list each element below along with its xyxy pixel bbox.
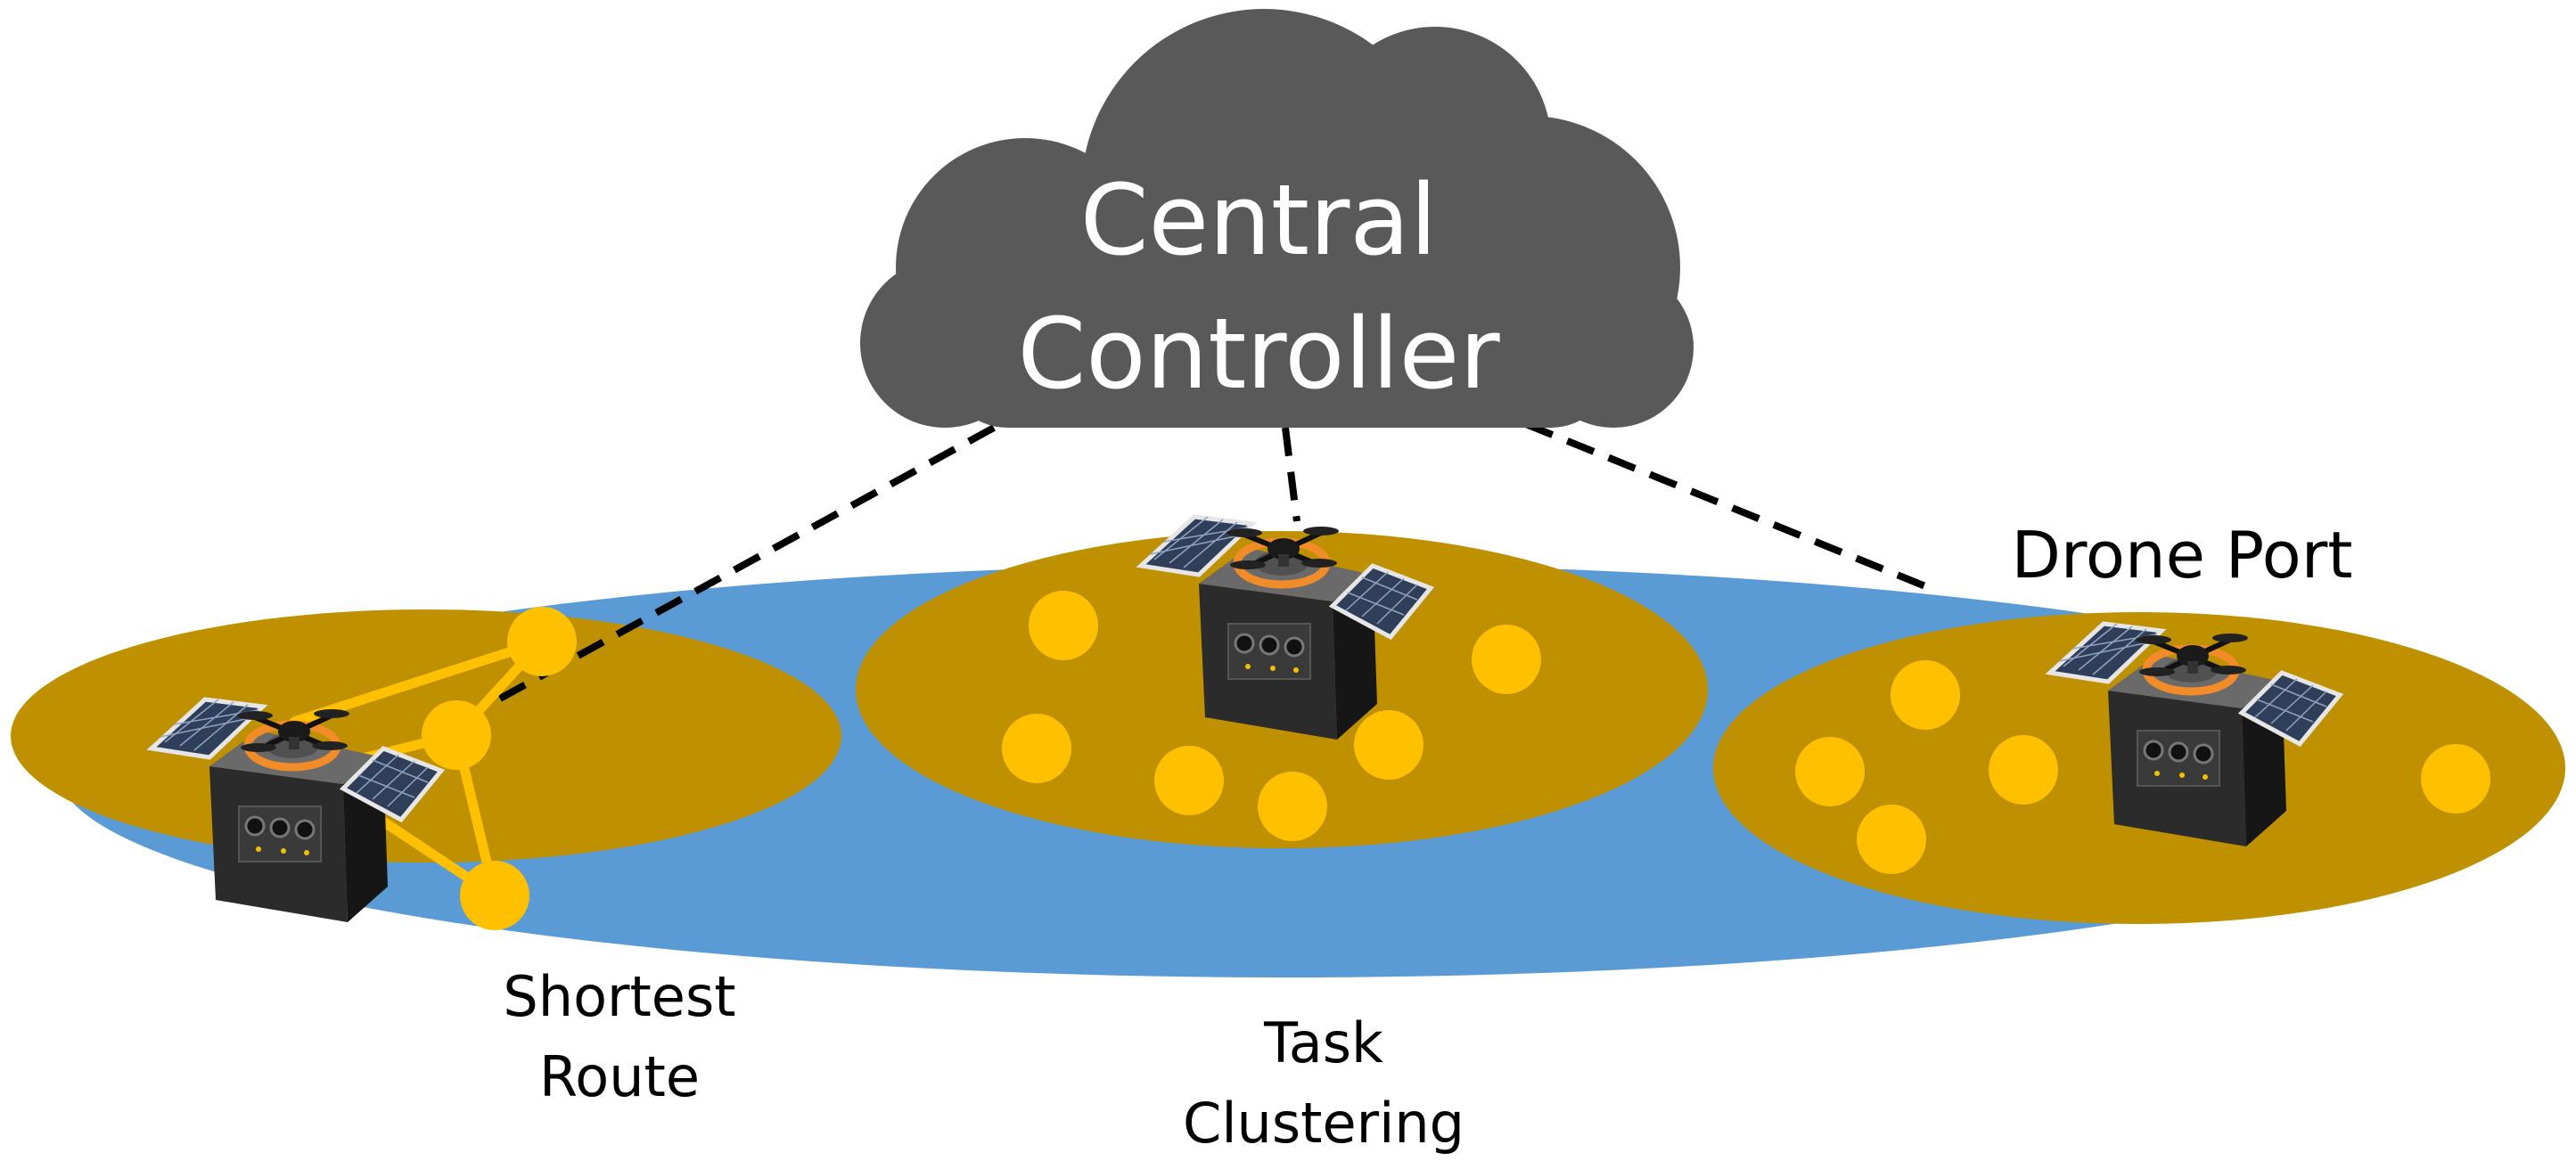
task-point-icon: [1857, 805, 1926, 874]
task-point-icon: [1795, 737, 1865, 806]
link-center: [1282, 427, 1300, 522]
task-point-icon: [1472, 625, 1541, 694]
task-point-icon: [2421, 744, 2490, 814]
link-left: [488, 424, 996, 707]
link-right: [1524, 421, 1936, 593]
task-point-icon: [1029, 591, 1098, 660]
task-points: [422, 591, 2490, 930]
shortest-route-label-line2: Route: [539, 1044, 700, 1109]
task-point-icon: [1258, 772, 1327, 841]
task-point-icon: [422, 700, 491, 770]
task-point-icon: [1154, 746, 1224, 815]
drone-port-label: Drone Port: [2011, 518, 2352, 593]
task-point-icon: [507, 607, 577, 676]
task-point-icon: [460, 861, 529, 930]
central-controller-cloud: [860, 9, 1694, 428]
task-point-icon: [1891, 660, 1960, 730]
cloud-title-line1: Central: [1080, 163, 1438, 277]
task-clustering-label-line2: Clustering: [1183, 1091, 1464, 1156]
task-point-icon: [1354, 710, 1423, 780]
cloud-title-line2: Controller: [1017, 297, 1500, 411]
task-point-icon: [1989, 735, 2058, 805]
shortest-route-label-line1: Shortest: [503, 964, 735, 1029]
task-point-icon: [1002, 714, 1071, 783]
task-clustering-label-line1: Task: [1263, 1010, 1383, 1075]
controller-links: [488, 421, 1936, 707]
